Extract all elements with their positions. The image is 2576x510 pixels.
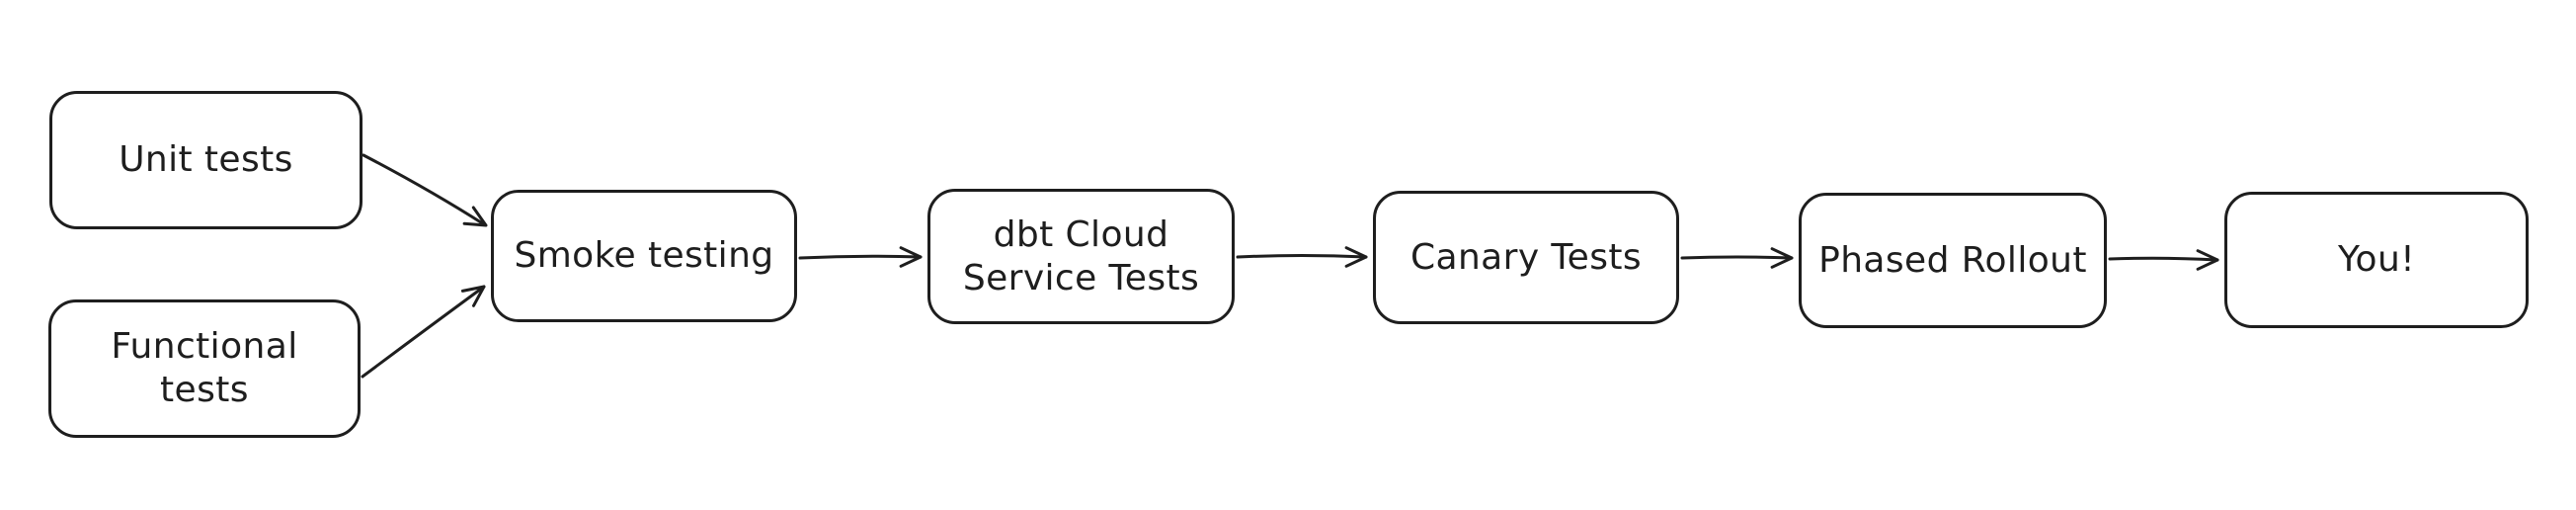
edge-canary-tests-to-phased-rollout [1680, 247, 1794, 269]
arrow-shaft [798, 254, 923, 260]
arrow-shaft [1236, 254, 1368, 259]
arrow-head-icon [1770, 247, 1794, 269]
edge-unit-tests-to-smoke-testing [362, 153, 488, 227]
node-canary-tests-label: Canary Tests [1409, 236, 1643, 278]
node-dbt-cloud-service-tests-label: dbt Cloud Service Tests [962, 213, 1200, 298]
arrow-shaft [2108, 256, 2219, 262]
node-unit-tests-label: Unit tests [119, 139, 293, 181]
arrow-head-icon [2196, 249, 2219, 271]
node-you-label: You! [2337, 239, 2416, 281]
arrow-head-icon [462, 206, 488, 227]
node-you: You! [2224, 192, 2529, 328]
edge-dbt-cloud-to-canary-tests [1236, 246, 1368, 268]
node-unit-tests: Unit tests [49, 91, 362, 229]
arrow-shaft [362, 153, 486, 226]
node-dbt-cloud-service-tests: dbt Cloud Service Tests [927, 189, 1235, 324]
node-canary-tests: Canary Tests [1373, 191, 1679, 324]
arrow-shaft [361, 285, 486, 379]
node-smoke-testing: Smoke testing [491, 190, 797, 322]
arrow-head-icon [899, 246, 923, 268]
edge-phased-rollout-to-you [2108, 249, 2219, 271]
arrow-shaft [1680, 255, 1794, 260]
node-functional-tests: Functional tests [48, 299, 361, 438]
node-phased-rollout-label: Phased Rollout [1818, 239, 2087, 281]
node-phased-rollout: Phased Rollout [1799, 193, 2107, 328]
edge-smoke-testing-to-dbt-cloud [798, 246, 923, 268]
arrow-head-icon [460, 285, 486, 307]
node-smoke-testing-label: Smoke testing [514, 235, 774, 277]
edge-functional-tests-to-smoke-testing [361, 285, 486, 379]
node-functional-tests-label: Functional tests [111, 326, 298, 410]
arrow-head-icon [1344, 246, 1368, 268]
